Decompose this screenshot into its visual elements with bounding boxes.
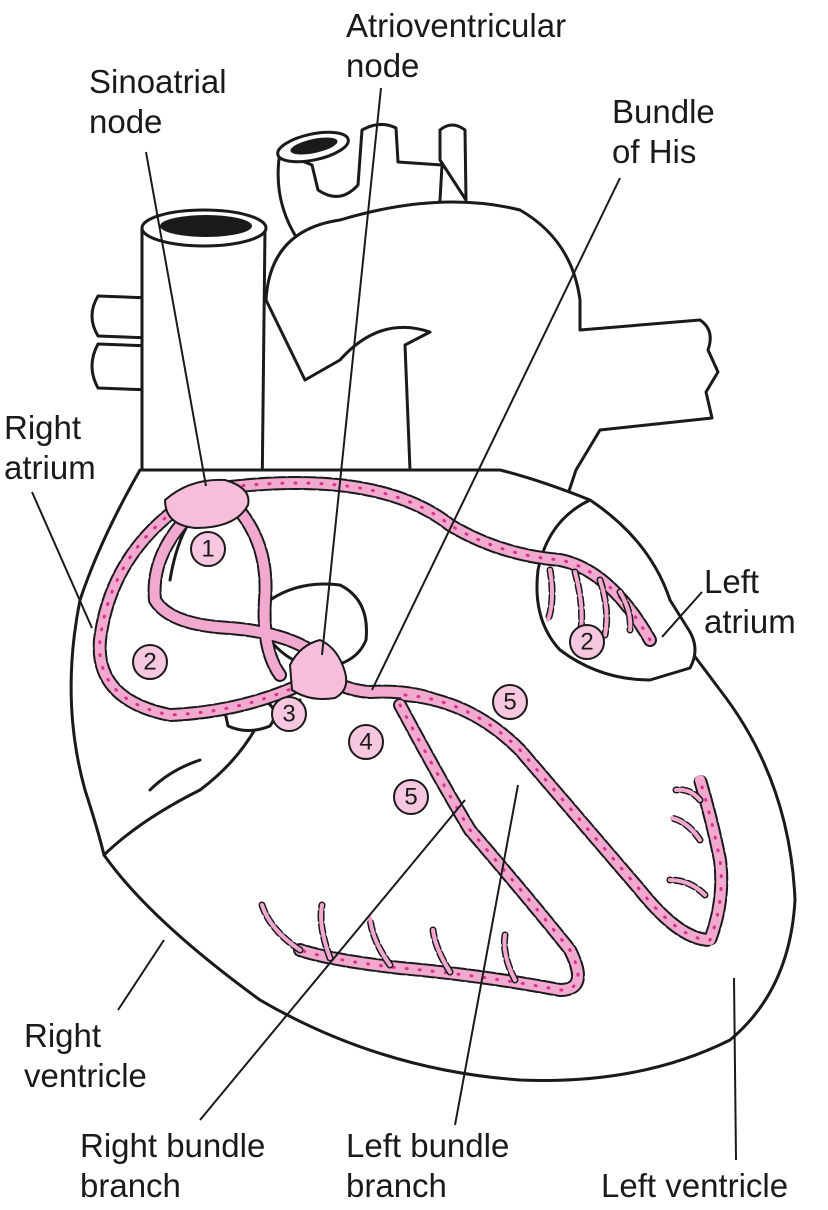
leader-right-ventricle — [117, 939, 165, 1011]
superior-vena-cava — [140, 226, 267, 502]
marker-1: 1 — [190, 531, 226, 567]
svg-text:5: 5 — [503, 689, 516, 716]
leader-left-ventricle — [733, 977, 737, 1161]
svg-text:1: 1 — [201, 536, 214, 563]
leader-right-bundle — [199, 799, 466, 1121]
svg-text:2: 2 — [580, 629, 593, 656]
right-pulmonary-vein-upper — [90, 294, 154, 340]
svg-text:4: 4 — [359, 729, 372, 756]
label-bundle-of-his: Bundle of His — [612, 93, 715, 170]
pathway-dots — [98, 481, 723, 992]
right-ventricle-boundary — [102, 698, 302, 857]
leader-sinoatrial — [145, 151, 207, 487]
sinoatrial-node-shape — [163, 478, 250, 530]
label-atrioventricular-node: Atrioventricular node — [346, 7, 567, 84]
label-left-atrium: Left atrium — [704, 563, 796, 640]
svg-text:3: 3 — [282, 701, 295, 728]
marker-2-left-atrium: 2 — [569, 624, 605, 660]
label-sinoatrial-node: Sinoatrial node — [89, 63, 227, 140]
leader-atrioventricular — [321, 87, 382, 656]
coronary-groove — [148, 758, 202, 792]
label-right-atrium: Right atrium — [4, 409, 96, 486]
conduction-pathways — [92, 476, 729, 997]
atrioventricular-node-shape — [288, 638, 348, 700]
svg-text:5: 5 — [404, 784, 417, 811]
label-left-ventricle: Left ventricle — [601, 1167, 789, 1204]
vena-cava-lumen — [160, 215, 252, 237]
step-markers: 1 2 2 3 4 5 5 — [132, 531, 605, 815]
label-left-bundle-branch: Left bundle branch — [346, 1127, 510, 1204]
nodes — [163, 478, 348, 700]
pulmonary-artery — [264, 200, 720, 502]
leader-left-atrium — [661, 591, 703, 638]
marker-3: 3 — [271, 696, 307, 732]
marker-5-right: 5 — [492, 684, 528, 720]
leader-left-bundle — [454, 784, 519, 1126]
aortic-branch — [438, 123, 468, 202]
leader-lines — [31, 87, 737, 1161]
svg-text:2: 2 — [143, 649, 156, 676]
marker-4: 4 — [348, 724, 384, 760]
label-right-bundle-branch: Right bundle branch — [80, 1127, 266, 1204]
right-pulmonary-vein-lower — [90, 342, 154, 392]
aorta-lumen — [290, 137, 338, 155]
marker-2-right-atrium: 2 — [132, 644, 168, 680]
leader-right-atrium — [31, 491, 93, 629]
label-right-ventricle: Right ventricle — [24, 1017, 147, 1094]
vessel-openings — [140, 130, 350, 248]
leader-bundle-his — [371, 177, 621, 691]
marker-5-left: 5 — [393, 779, 429, 815]
